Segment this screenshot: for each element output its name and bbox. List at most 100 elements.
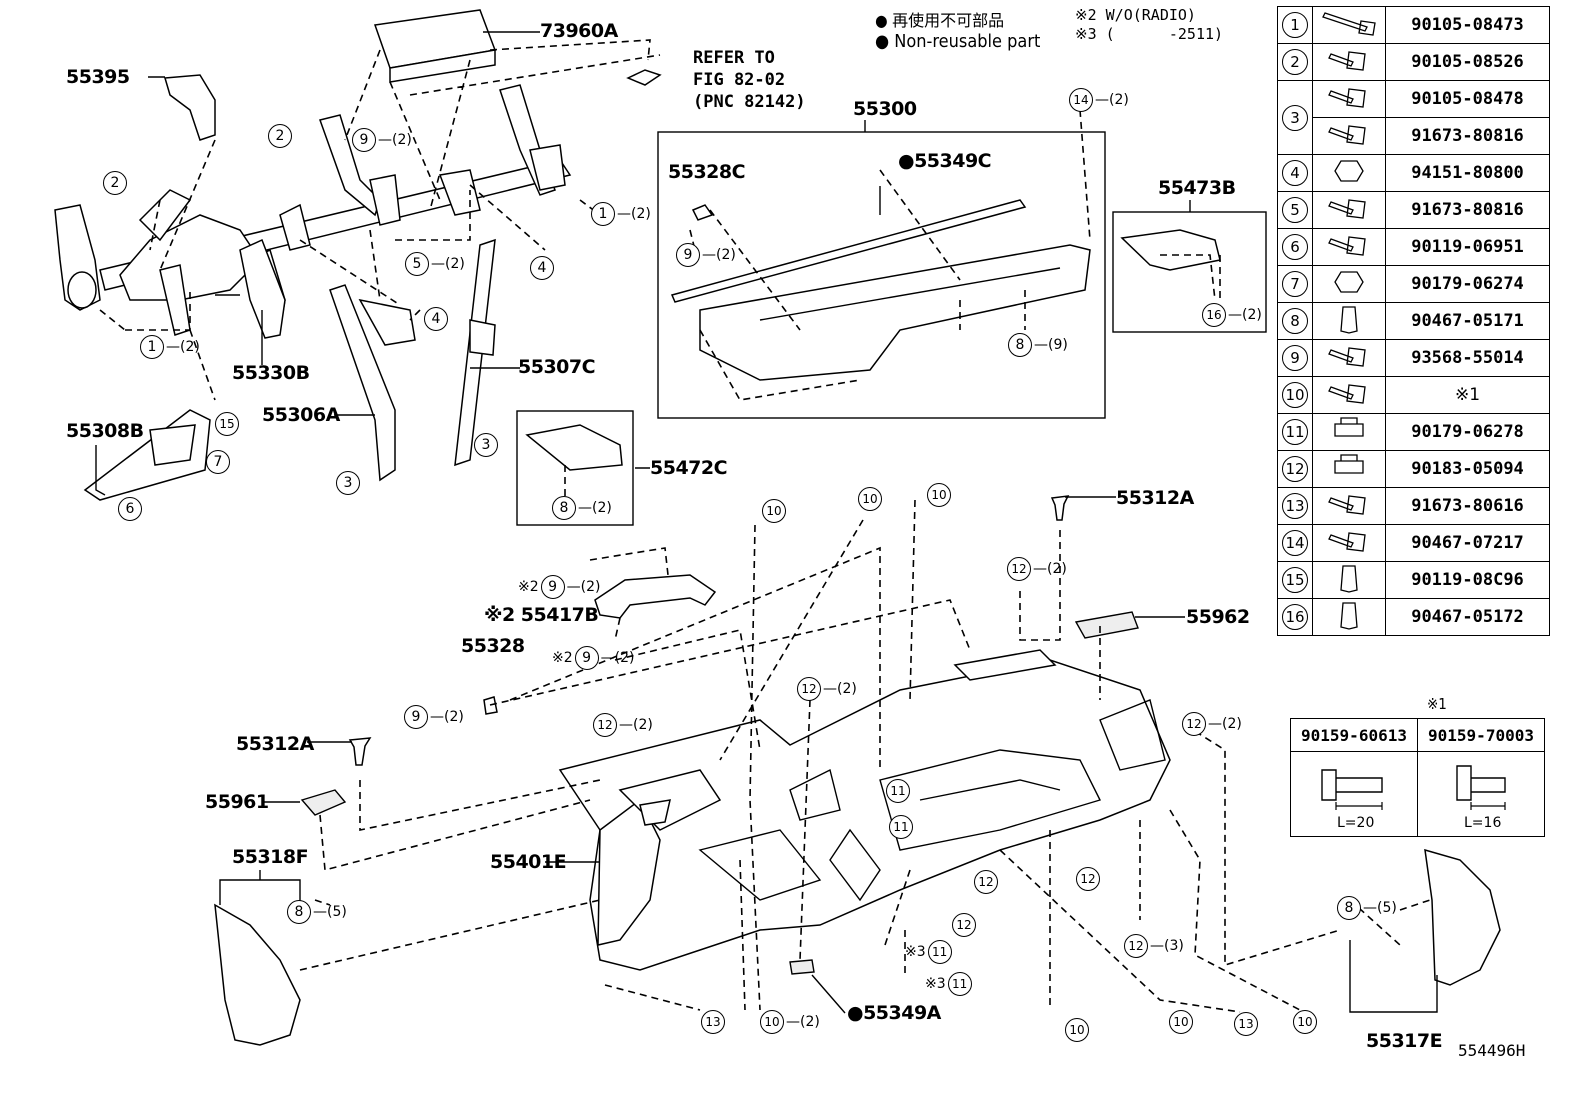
callout-qty: —(2)	[430, 709, 464, 725]
key-circle: 16	[1282, 604, 1308, 630]
callout-circle: 10	[760, 1010, 784, 1034]
clip-icon	[1340, 602, 1358, 630]
callout-qty: —(2)	[566, 579, 601, 595]
vent-55961	[300, 789, 347, 816]
alt-table-title: ※1	[1427, 695, 1447, 713]
fastener-icon-cell	[1312, 228, 1386, 266]
key-circle: 6	[1282, 234, 1308, 260]
fastener-key: 11	[1277, 413, 1313, 451]
callout-circle: 12	[797, 677, 821, 701]
instrument-panel-55401E	[558, 649, 1171, 971]
flange-bolt-icon	[1328, 51, 1366, 71]
fastener-key: 2	[1277, 43, 1313, 81]
side-panel-55318F	[214, 903, 301, 1046]
label-55349A: ●55349A	[847, 1002, 941, 1024]
key-circle: 2	[1282, 49, 1308, 75]
bolt-icon	[1328, 384, 1366, 404]
callout-5: 5—(2)	[405, 252, 465, 276]
unit-73960A	[373, 9, 497, 83]
callout-11: 11	[889, 815, 913, 839]
key-circle: 7	[1282, 271, 1308, 297]
label-73960A: 73960A	[540, 20, 618, 42]
callout-4: 4	[530, 256, 554, 280]
callout-qty: —(5)	[313, 904, 347, 920]
bolt-icon	[1328, 236, 1366, 256]
callout-qty: —(2)	[431, 256, 465, 272]
fastener-key: 12	[1277, 450, 1313, 488]
fastener-part-number: 90105-08478	[1385, 80, 1550, 118]
label-55472C: 55472C	[650, 457, 728, 479]
fastener-icon-cell	[1312, 154, 1386, 192]
callout-circle: 10	[762, 499, 786, 523]
label-55306A: 55306A	[262, 404, 340, 426]
callout-circle: 4	[530, 256, 554, 280]
callout-13: 13	[701, 1010, 725, 1034]
callout-8: 8—(2)	[552, 496, 612, 520]
callout-circle: 8	[1008, 333, 1032, 357]
callout-circle: 12	[952, 913, 976, 937]
label-55328: 55328	[461, 635, 525, 657]
callout-10: 10	[927, 483, 951, 507]
callout-7: 7	[206, 450, 230, 474]
callout-2: 2	[268, 124, 292, 148]
bolt-icon: L=20	[1321, 769, 1383, 831]
callout-circle: 9	[540, 575, 565, 599]
callout-circle: 13	[701, 1010, 725, 1034]
nut-icon	[1334, 160, 1364, 182]
connector	[626, 69, 662, 86]
fastener-icon-cell	[1312, 487, 1386, 525]
box-55300	[657, 131, 1106, 419]
callout-3: 3	[336, 471, 360, 495]
callout-circle: 14	[1069, 88, 1093, 112]
fastener-part-number: 90105-08473	[1385, 6, 1550, 44]
key-circle: 13	[1282, 493, 1308, 519]
callout-note: ※3	[905, 944, 926, 960]
bracket-55330B	[239, 238, 286, 339]
callout-circle: 8	[287, 900, 311, 924]
fastener-key: 8	[1277, 302, 1313, 340]
fastener-part-number: 91673-80816	[1385, 191, 1550, 229]
clip-icon	[1340, 306, 1358, 334]
callout-3: 3	[474, 433, 498, 457]
label-55312A: 55312A	[236, 733, 314, 755]
bolt-icon	[1340, 565, 1358, 593]
label-55317E: 55317E	[1366, 1030, 1443, 1052]
fastener-key: 6	[1277, 228, 1313, 266]
callout-circle: 1	[591, 202, 615, 226]
nut-icon	[1334, 271, 1364, 293]
callout-circle: 10	[1169, 1010, 1193, 1034]
callout-note: ※2	[518, 579, 539, 595]
label-55312A-top: 55312A	[1116, 487, 1194, 509]
fastener-part-number: 93568-55014	[1385, 339, 1550, 377]
callout-qty: —(9)	[1034, 337, 1068, 353]
callout-qty: —(3)	[1150, 938, 1184, 954]
screw-icon	[1328, 347, 1366, 367]
legend-en: ● Non-reusable part	[875, 31, 1041, 52]
callout-qty: —(2)	[1095, 92, 1129, 108]
key-circle: 9	[1282, 345, 1308, 371]
label-55962: 55962	[1186, 606, 1250, 628]
callout-qty: —(2)	[1033, 561, 1067, 577]
label-leaders	[95, 31, 1438, 1014]
fastener-icon-cell	[1312, 561, 1386, 599]
callout-1: 1—(2)	[140, 335, 200, 359]
callout-10: 10—(2)	[760, 1010, 820, 1034]
fastener-part-number: 90467-05172	[1385, 598, 1550, 636]
callout-qty: —(2)	[1228, 307, 1262, 323]
bracket-55417B	[594, 574, 717, 619]
alt-len-b: L=16	[1464, 815, 1501, 831]
callout-13: 13	[1234, 1012, 1258, 1036]
bolt-icon	[1322, 12, 1376, 36]
fastener-key: 13	[1277, 487, 1313, 525]
key-circle: 4	[1282, 160, 1308, 186]
callout-circle: 10	[858, 487, 882, 511]
fastener-icon-cell	[1312, 450, 1386, 488]
side-panel-55317E	[1424, 848, 1501, 986]
bolt-icon	[1328, 495, 1366, 515]
key-circle: 12	[1282, 456, 1308, 482]
